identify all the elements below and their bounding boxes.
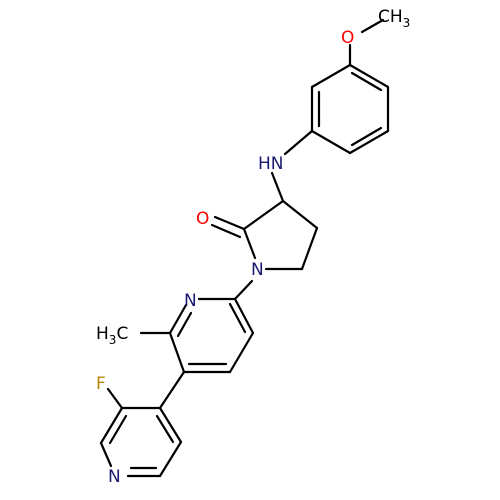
bond-py-3 [168, 331, 186, 374]
bond-c2-c3 [242, 199, 285, 231]
bond-py-6 [233, 297, 255, 335]
bond-n-c2 [242, 227, 257, 260]
bond-py-2 [168, 303, 188, 335]
bond-py2-2 [99, 406, 124, 445]
oxygen-ether-label: O [341, 28, 354, 48]
n-lactam-label: N [251, 260, 264, 280]
bond-c3-c4 [281, 199, 319, 230]
oxygen-carbonyl-label: O [196, 209, 209, 229]
bond-carbonyl-2 [210, 223, 242, 239]
methyl-left-label: H3C [96, 324, 128, 347]
bond-c4-c5 [300, 226, 319, 271]
bond-py-inner-1 [176, 311, 193, 338]
bond-py2-inner-1 [108, 414, 128, 445]
bond-py2-6 [158, 406, 183, 444]
atom-labels: CH3 O HN O N N H3C F N [96, 7, 410, 487]
bond-carbonyl-1 [213, 215, 246, 231]
bond-benzene-6 [310, 63, 352, 89]
bond-py2-inner-3 [155, 414, 175, 444]
bond-benzene-4 [310, 129, 352, 155]
bond-py-inner-3 [228, 302, 247, 334]
bond-benzene-inner-1 [350, 71, 383, 92]
bond-nh-c3 [270, 171, 285, 203]
bond-benzene-inner-2 [350, 126, 383, 147]
bond-c-f [106, 387, 124, 410]
bond-py2-5 [158, 440, 183, 478]
bond-biaryl [158, 370, 186, 410]
fluorine-label: F [96, 374, 106, 394]
bond-ring-nh [283, 129, 314, 156]
n-pyridine-label: N [184, 291, 197, 311]
bond-py-5 [228, 331, 255, 374]
methyl-top-label: CH3 [378, 7, 410, 30]
bond-benzene-3 [348, 129, 390, 155]
nh-label: HN [258, 154, 284, 174]
bond-benzene-1 [348, 63, 390, 89]
bond-ch3-o [360, 18, 385, 34]
bonds [99, 18, 390, 478]
n-pyridine-bottom-label: N [108, 467, 121, 487]
bond-n-pyridine [233, 279, 254, 301]
bond-py2-3 [99, 441, 113, 468]
